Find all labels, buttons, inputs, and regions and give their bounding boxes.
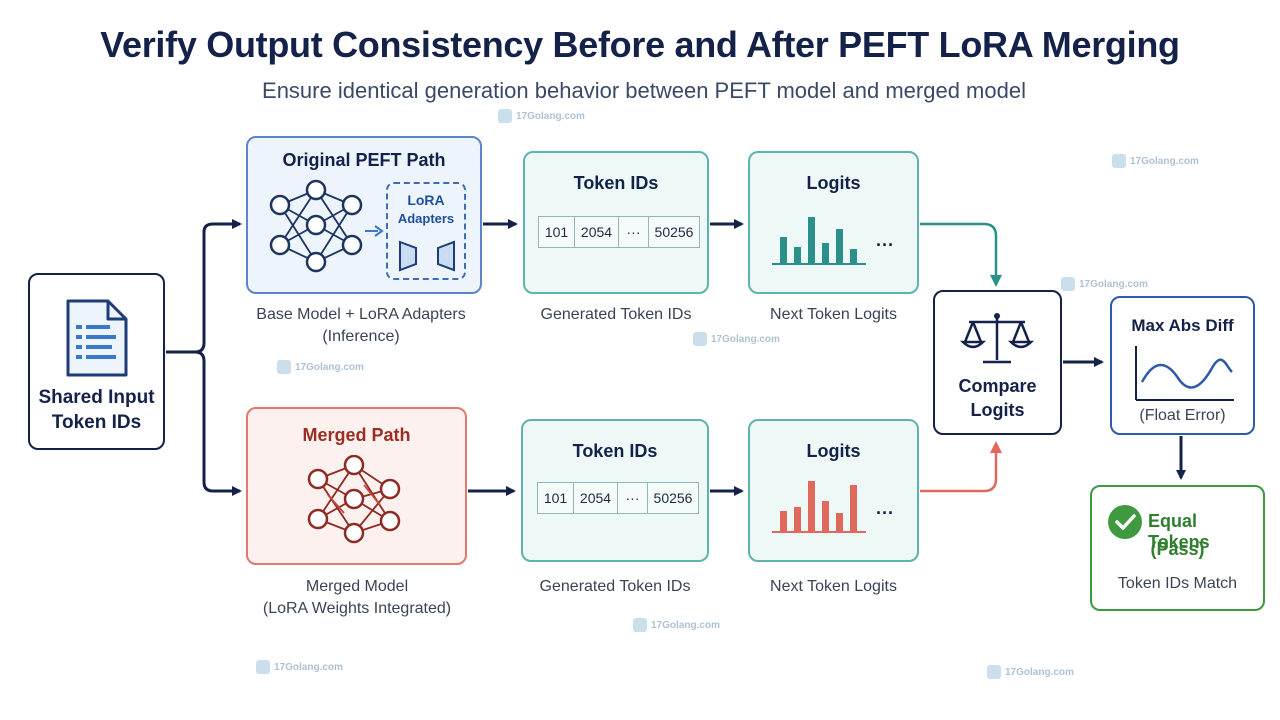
shared-input-box: Shared Input Token IDs	[28, 273, 165, 450]
result-title-line2: (Pass)	[1150, 539, 1205, 559]
input-title-line2: Token IDs	[51, 412, 142, 433]
compare-logits-box: Compare Logits	[933, 290, 1062, 435]
watermark-logo-icon	[633, 618, 647, 632]
merged-logits-title: Logits	[806, 441, 861, 461]
adapter-trapezoid-icon	[399, 240, 455, 272]
arrow-logits-top-to-compare	[920, 222, 1002, 287]
peft-token-sequence: 101 2054 ··· 50256	[538, 216, 700, 248]
neural-network-icon	[269, 179, 363, 273]
max-abs-diff-box: Max Abs Diff (Float Error)	[1110, 296, 1255, 435]
peft-caption-line2: (Inference)	[322, 328, 400, 345]
max-abs-diff-caption: (Float Error)	[1139, 407, 1226, 424]
token-cell: 101	[538, 483, 574, 513]
token-cell: 50256	[653, 490, 693, 506]
result-title-line1: Equal Tokens	[1148, 511, 1210, 552]
lora-adapters-line2: Adapters	[397, 211, 455, 226]
merged-path-box: Merged Path	[246, 407, 467, 565]
token-cell: 2054	[575, 217, 619, 247]
watermark-logo-icon	[1112, 154, 1126, 168]
page-subtitle: Ensure identical generation behavior bet…	[262, 78, 1026, 103]
lora-adapters-box: LoRA Adapters	[386, 182, 466, 280]
document-icon	[66, 299, 128, 377]
token-ellipsis: ···	[618, 483, 648, 513]
error-curve-icon	[1135, 346, 1234, 401]
token-cell: 101	[539, 217, 575, 247]
result-pass-box: Equal Tokens (Pass) Token IDs Match	[1090, 485, 1265, 611]
watermark: 17Golang.com	[256, 660, 343, 674]
merged-token-ids-box: Token IDs 101 2054 ··· 50256	[521, 419, 709, 562]
peft-path-box: Original PEFT Path LoRA Adapters	[246, 136, 482, 294]
page-title: Verify Output Consistency Before and Aft…	[100, 24, 1180, 65]
compare-title-line2: Logits	[970, 400, 1025, 420]
compare-title-line1: Compare	[958, 376, 1037, 396]
peft-logits-box: Logits ···	[748, 151, 919, 294]
peft-path-title: Original PEFT Path	[282, 150, 446, 170]
merged-logits-box: Logits ···	[748, 419, 919, 562]
token-cell: 50256	[654, 224, 694, 240]
merged-token-ids-title: Token IDs	[572, 441, 658, 461]
peft-logits-caption: Next Token Logits	[770, 306, 897, 323]
token-cell: 2054	[574, 483, 618, 513]
peft-logits-title: Logits	[806, 173, 861, 193]
watermark-logo-icon	[256, 660, 270, 674]
watermark: 17Golang.com	[1112, 154, 1199, 168]
watermark-logo-icon	[1061, 277, 1075, 291]
watermark: 17Golang.com	[633, 618, 720, 632]
check-circle-icon	[1108, 505, 1142, 539]
peft-token-ids-title: Token IDs	[573, 173, 659, 193]
input-title-line1: Shared Input	[38, 387, 155, 408]
result-caption: Token IDs Match	[1117, 575, 1238, 592]
merged-caption-line1: Merged Model	[305, 578, 409, 595]
merged-token-sequence: 101 2054 ··· 50256	[537, 482, 699, 514]
arrow-right-icon	[365, 225, 384, 237]
merged-neural-network-icon	[307, 455, 401, 544]
peft-token-ids-box: Token IDs 101 2054 ··· 50256	[523, 151, 709, 294]
watermark: 17Golang.com	[498, 109, 585, 123]
watermark: 17Golang.com	[987, 665, 1074, 679]
peft-caption-line1: Base Model + LoRA Adapters	[256, 306, 466, 323]
arrow-logits-bottom-to-compare	[920, 441, 1002, 493]
watermark-logo-icon	[693, 332, 707, 346]
watermark-logo-icon	[277, 360, 291, 374]
peft-logits-ellipsis: ···	[876, 235, 894, 255]
merged-caption-line2: (LoRA Weights Integrated)	[262, 600, 452, 617]
watermark-logo-icon	[987, 665, 1001, 679]
watermark: 17Golang.com	[1061, 277, 1148, 291]
peft-tokens-caption: Generated Token IDs	[540, 306, 692, 323]
merged-logits-ellipsis: ···	[876, 503, 894, 523]
watermark: 17Golang.com	[277, 360, 364, 374]
arrow-input-to-peft	[166, 219, 242, 354]
watermark: 17Golang.com	[693, 332, 780, 346]
scales-icon	[959, 313, 1035, 364]
watermark-logo-icon	[498, 109, 512, 123]
max-abs-diff-title: Max Abs Diff	[1131, 316, 1234, 335]
peft-logits-bar-icon	[772, 217, 866, 265]
lora-adapters-line1: LoRA	[407, 192, 445, 208]
token-ellipsis: ···	[619, 217, 649, 247]
arrow-input-to-merged	[194, 350, 242, 496]
merged-path-title: Merged Path	[302, 425, 411, 445]
merged-tokens-caption: Generated Token IDs	[539, 578, 691, 595]
merged-logits-caption: Next Token Logits	[770, 578, 897, 595]
merged-logits-bar-icon	[772, 481, 866, 533]
